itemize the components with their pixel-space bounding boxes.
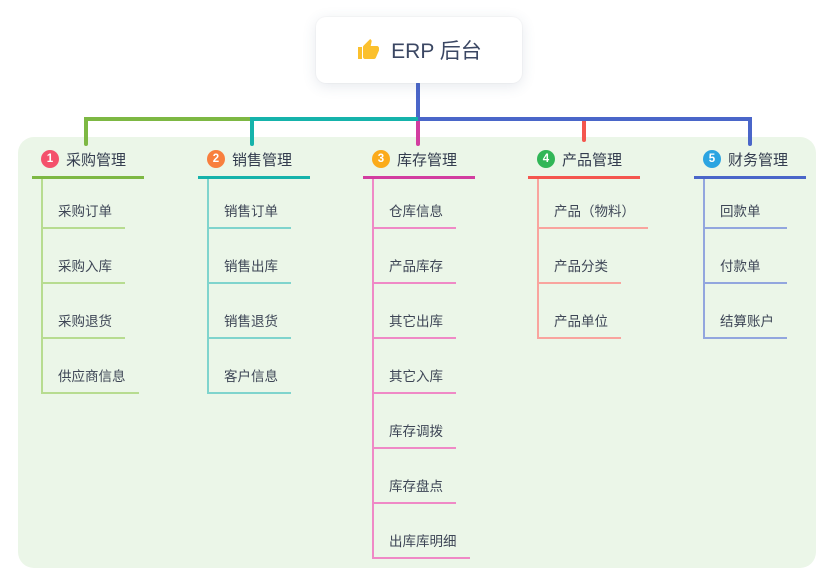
child-label: 产品分类 [554, 259, 608, 274]
drop-line-purchase [84, 117, 88, 146]
child-label: 销售订单 [224, 204, 278, 219]
child-label: 出库库明细 [389, 534, 457, 549]
bus-segment-purchase [86, 117, 252, 121]
branches-panel [18, 137, 816, 568]
branch-number-badge: 3 [372, 150, 390, 168]
branch-title-label: 产品管理 [562, 151, 623, 169]
child-label: 付款单 [720, 259, 761, 274]
drop-line-sales [250, 117, 254, 146]
branch-number-badge: 4 [537, 150, 555, 168]
child-label: 供应商信息 [58, 369, 126, 384]
child-label: 仓库信息 [389, 204, 443, 219]
child-node[interactable]: 仓库信息 [374, 179, 456, 229]
branch-inventory-management: 3 库存管理 仓库信息 产品库存 其它出库 其它入库 库存调拨 库存盘点 出库库… [363, 146, 475, 559]
branch-title-finance[interactable]: 5 财务管理 [694, 146, 806, 179]
child-node[interactable]: 供应商信息 [43, 339, 139, 394]
child-node[interactable]: 其它入库 [374, 339, 456, 394]
child-label: 客户信息 [224, 369, 278, 384]
root-connector-line [416, 82, 420, 119]
root-node[interactable]: ERP 后台 [316, 17, 522, 83]
child-node[interactable]: 出库库明细 [374, 504, 470, 559]
branch-number-badge: 2 [207, 150, 225, 168]
branch-purchase-management: 1 采购管理 采购订单 采购入库 采购退货 供应商信息 [32, 146, 144, 394]
branch-children: 回款单 付款单 结算账户 [703, 179, 787, 339]
branch-children: 采购订单 采购入库 采购退货 供应商信息 [41, 179, 139, 394]
child-node[interactable]: 采购退货 [43, 284, 125, 339]
branch-number-badge: 1 [41, 150, 59, 168]
child-label: 销售退货 [224, 314, 278, 329]
child-label: 其它出库 [389, 314, 443, 329]
child-label: 产品单位 [554, 314, 608, 329]
child-node[interactable]: 结算账户 [705, 284, 787, 339]
branch-number-badge: 5 [703, 150, 721, 168]
bus-segment-sales [252, 117, 418, 121]
child-label: 销售出库 [224, 259, 278, 274]
child-node[interactable]: 采购入库 [43, 229, 125, 284]
bus-segment-finance [418, 117, 750, 121]
branch-title-label: 库存管理 [397, 151, 458, 169]
child-node[interactable]: 产品单位 [539, 284, 621, 339]
child-label: 采购入库 [58, 259, 112, 274]
child-label: 结算账户 [720, 314, 774, 329]
branch-title-sales[interactable]: 2 销售管理 [198, 146, 310, 179]
branch-title-label: 财务管理 [728, 151, 789, 169]
child-node[interactable]: 付款单 [705, 229, 787, 284]
child-label: 库存调拨 [389, 424, 443, 439]
branch-title-inventory[interactable]: 3 库存管理 [363, 146, 475, 179]
child-node[interactable]: 库存调拨 [374, 394, 456, 449]
branch-children: 仓库信息 产品库存 其它出库 其它入库 库存调拨 库存盘点 出库库明细 [372, 179, 470, 559]
child-label: 采购订单 [58, 204, 112, 219]
child-node[interactable]: 产品库存 [374, 229, 456, 284]
branch-title-product[interactable]: 4 产品管理 [528, 146, 640, 179]
drop-line-inventory [416, 121, 420, 146]
child-node[interactable]: 回款单 [705, 179, 787, 229]
child-label: 采购退货 [58, 314, 112, 329]
child-node[interactable]: 采购订单 [43, 179, 125, 229]
branch-children: 产品（物料） 产品分类 产品单位 [537, 179, 648, 339]
branch-finance-management: 5 财务管理 回款单 付款单 结算账户 [694, 146, 806, 339]
child-label: 产品（物料） [554, 204, 635, 219]
child-node[interactable]: 销售退货 [209, 284, 291, 339]
branch-title-label: 采购管理 [66, 151, 127, 169]
thumbs-up-icon [358, 39, 380, 59]
child-node[interactable]: 产品（物料） [539, 179, 648, 229]
child-label: 其它入库 [389, 369, 443, 384]
drop-line-product [582, 121, 586, 142]
drop-line-finance [748, 117, 752, 146]
child-node[interactable]: 销售出库 [209, 229, 291, 284]
branch-sales-management: 2 销售管理 销售订单 销售出库 销售退货 客户信息 [198, 146, 310, 394]
branch-children: 销售订单 销售出库 销售退货 客户信息 [207, 179, 291, 394]
child-node[interactable]: 其它出库 [374, 284, 456, 339]
child-node[interactable]: 销售订单 [209, 179, 291, 229]
child-node[interactable]: 库存盘点 [374, 449, 456, 504]
branch-title-label: 销售管理 [232, 151, 293, 169]
child-label: 库存盘点 [389, 479, 443, 494]
child-node[interactable]: 客户信息 [209, 339, 291, 394]
child-node[interactable]: 产品分类 [539, 229, 621, 284]
child-label: 产品库存 [389, 259, 443, 274]
branch-title-purchase[interactable]: 1 采购管理 [32, 146, 144, 179]
root-label: ERP 后台 [391, 40, 482, 63]
branch-product-management: 4 产品管理 产品（物料） 产品分类 产品单位 [528, 146, 648, 339]
child-label: 回款单 [720, 204, 761, 219]
